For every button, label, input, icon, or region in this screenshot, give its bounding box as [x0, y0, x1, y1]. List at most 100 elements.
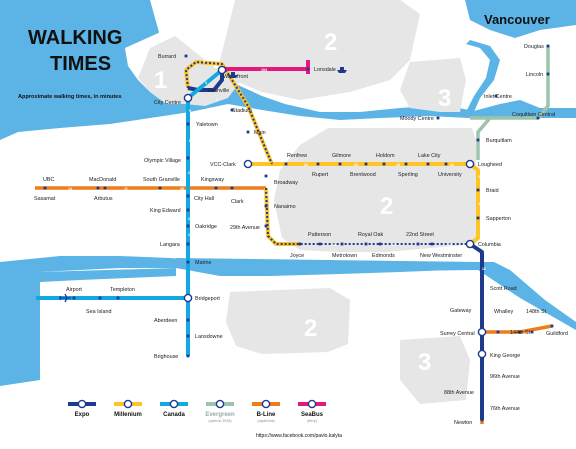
- station-label-renfrew: Renfrew: [287, 153, 307, 159]
- station-label-gilmore: Gilmore: [332, 153, 351, 159]
- station-label-76th-avenue: 76th Avenue: [490, 406, 520, 412]
- station-marker-king-edward: [186, 208, 190, 212]
- station-marker-guildford: [550, 324, 554, 328]
- walking-time-7: 17: [254, 145, 258, 149]
- station-marker-29th-avenue: [264, 224, 268, 228]
- legend-sublabel-evergreen: (open in 2016): [208, 419, 231, 423]
- zone-3-south-label: 3: [418, 349, 431, 376]
- station-marker-scott-road: [480, 286, 484, 290]
- station-label-city-hall: City Hall: [194, 196, 214, 202]
- station-marker-coquitlam-central: [536, 116, 540, 120]
- station-label-scott-road: Scott Road: [490, 286, 517, 292]
- station-label-templeton: Templeton: [110, 287, 135, 293]
- station-marker-gateway: [480, 308, 484, 312]
- station-label-king-edward: King Edward: [150, 208, 181, 214]
- station-label-braid: Braid: [486, 188, 499, 194]
- station-marker-96th-avenue: [480, 374, 484, 378]
- station-label-gateway: Gateway: [450, 308, 472, 314]
- walking-time-17: 35: [180, 187, 184, 191]
- walking-time-19: 19: [188, 233, 192, 237]
- walking-time-14: 31: [478, 202, 482, 206]
- legend-label-evergreen: Evergreen: [205, 412, 235, 418]
- station-marker-main: [246, 130, 250, 134]
- walking-time-13: 21: [478, 175, 482, 179]
- station-marker-aberdeen: [186, 318, 190, 322]
- station-marker-burquitlam: [476, 138, 480, 142]
- station-label-olympic-village: Olympic Village: [144, 158, 181, 164]
- station-marker-22nd-street: [416, 242, 420, 246]
- legend-sublabel-seabus: (ferry): [307, 419, 317, 423]
- station-marker-oakridge: [186, 224, 190, 228]
- station-label-29th-avenue: 29th Avenue: [230, 225, 260, 231]
- station-label-sasamat: Sasamat: [34, 196, 56, 202]
- zone-3-north-label: 3: [438, 85, 451, 112]
- station-marker-new-westminster: [430, 242, 434, 246]
- walking-time-2: 3: [205, 81, 207, 85]
- airport-icon: [59, 293, 71, 303]
- walking-time-24: 12: [482, 267, 486, 271]
- station-marker-city-centre: [183, 93, 193, 103]
- station-label-moody-centre: Moody Centre: [400, 116, 434, 122]
- station-label-whalley: Whalley: [494, 309, 513, 315]
- station-label-sea-island: Sea Island: [86, 309, 111, 315]
- walking-time-6: 6: [189, 139, 191, 143]
- station-label-nanaimo: Nanaimo: [274, 204, 296, 210]
- legend-station-marker: [123, 399, 133, 409]
- station-marker-76th-avenue: [480, 406, 484, 410]
- station-label-stadium: Stadium: [232, 108, 252, 114]
- station-marker-lansdowne: [186, 334, 190, 338]
- legend-station-marker: [77, 399, 87, 409]
- walking-time-21: 24: [332, 243, 336, 247]
- walking-time-23: 19: [448, 243, 452, 247]
- station-marker-newton: [480, 418, 484, 422]
- legend-station-marker: [307, 399, 317, 409]
- station-marker-sea-island: [98, 296, 102, 300]
- station-label-columbia: Columbia: [478, 242, 501, 248]
- station-label-kingsway: Kingsway: [201, 177, 224, 183]
- station-label-burquitlam: Burquitlam: [486, 138, 512, 144]
- station-marker-south-granville: [158, 186, 162, 190]
- zone-2-burnaby-label: 2: [380, 193, 393, 220]
- legend-label-expo: Expo: [75, 412, 90, 418]
- station-marker-patterson: [318, 242, 322, 246]
- station-label-king-george: King George: [490, 353, 520, 359]
- footer-url: https://www.facebook.com/pavlo.kalyta: [256, 433, 342, 439]
- station-marker-royal-oak: [364, 242, 368, 246]
- station-marker-148th-st: [530, 330, 534, 334]
- legend-label-millenium: Millenium: [114, 412, 142, 418]
- station-marker-lincoln: [546, 72, 550, 76]
- station-label-ubc: UBC: [43, 177, 54, 183]
- station-marker-granville: [202, 88, 206, 92]
- station-label-macdonald: MacDonald: [89, 177, 116, 183]
- expo-line-solid: [187, 70, 484, 420]
- station-label-lincoln: Lincoln: [526, 72, 543, 78]
- station-label-sapperton: Sapperton: [486, 216, 511, 222]
- station-marker-city-hall: [186, 194, 190, 198]
- station-marker-king-george: [477, 349, 487, 359]
- station-label-bridgeport: Bridgeport: [195, 296, 220, 302]
- walking-time-3: 7: [216, 98, 218, 102]
- station-label-metrotown: Metrotown: [332, 253, 357, 259]
- station-label-airport: Airport: [66, 287, 82, 293]
- station-label-yaletown: Yaletown: [196, 122, 218, 128]
- zone-2-richmond-label: 2: [304, 315, 317, 342]
- station-label-lansdowne: Lansdowne: [195, 334, 223, 340]
- station-label-brighouse: Brighouse: [154, 354, 178, 360]
- walking-time-15: 14: [68, 187, 72, 191]
- station-label-inlet-centre: Inlet Centre: [484, 94, 512, 100]
- station-marker-renfrew: [284, 162, 288, 166]
- station-marker-templeton: [116, 296, 120, 300]
- station-marker-144th-st: [518, 330, 522, 334]
- station-marker-rupert: [316, 162, 320, 166]
- station-label-vcc-clark: VCC-Clark: [210, 162, 236, 168]
- walking-time-1: 104: [261, 68, 267, 72]
- station-label-lake-city: Lake City: [418, 153, 441, 159]
- station-label-marine: Marine: [195, 260, 211, 266]
- expo-line: [185, 61, 470, 245]
- station-marker-bridgeport: [183, 293, 193, 303]
- station-label-edmonds: Edmonds: [372, 253, 395, 259]
- station-marker-lonsdale: [306, 67, 310, 71]
